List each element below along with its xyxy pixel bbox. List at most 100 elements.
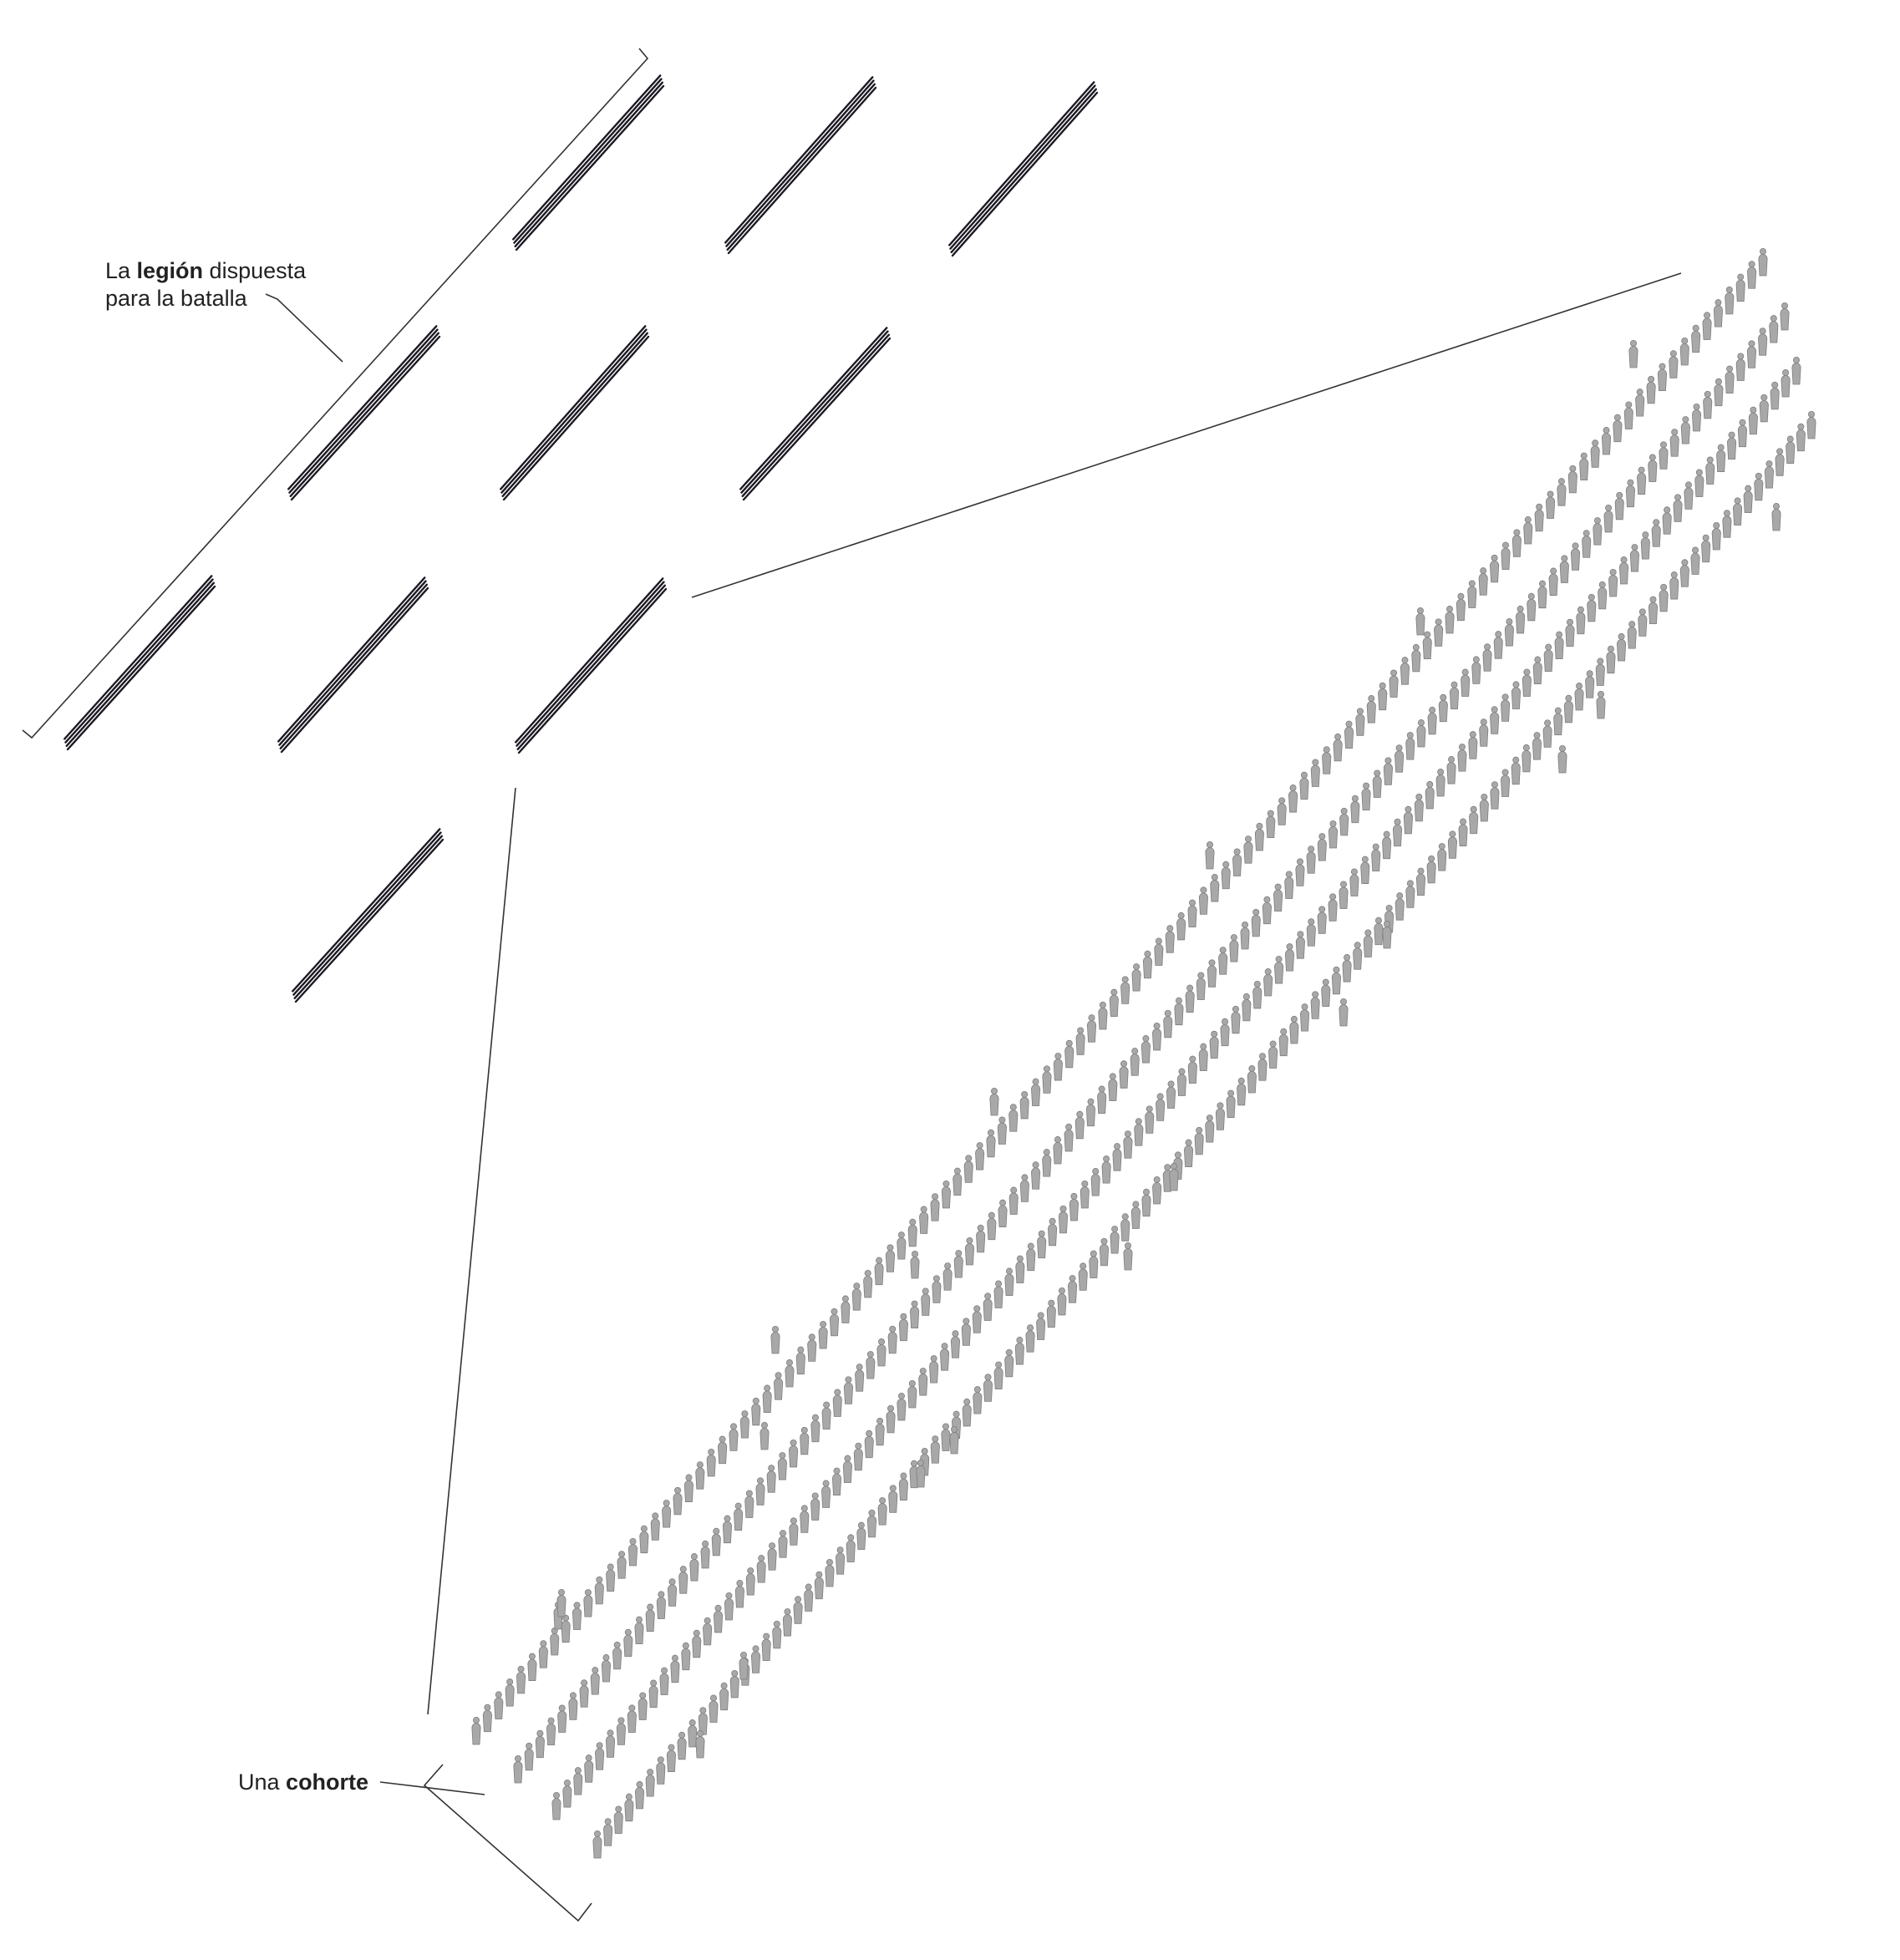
soldier <box>1504 618 1514 647</box>
soldier <box>789 1517 799 1546</box>
soldier <box>866 1509 877 1538</box>
soldier <box>1123 1242 1133 1271</box>
cohort-bar-10 <box>292 828 445 1003</box>
soldier <box>1614 491 1624 520</box>
soldier <box>624 1793 634 1822</box>
soldier <box>1567 465 1577 494</box>
cohort-bar-7 <box>64 575 216 751</box>
soldier <box>1679 559 1689 587</box>
soldier <box>1490 554 1500 583</box>
soldier <box>831 1467 842 1495</box>
soldier <box>627 1537 638 1566</box>
soldier <box>1295 858 1305 886</box>
soldier <box>804 1583 814 1612</box>
soldier <box>755 1477 765 1506</box>
soldier <box>1522 668 1532 697</box>
cohort-bar-6 <box>739 327 892 501</box>
soldier <box>1342 954 1352 983</box>
soldier <box>886 1404 896 1434</box>
soldier <box>592 1830 602 1859</box>
soldier <box>1198 1043 1208 1072</box>
soldier <box>1449 681 1460 710</box>
soldier <box>1110 1226 1120 1254</box>
soldier <box>678 1566 688 1594</box>
soldier <box>645 1603 655 1632</box>
soldier <box>785 1358 795 1388</box>
soldier <box>639 1525 649 1554</box>
soldier <box>1780 302 1790 331</box>
soldier <box>898 1472 908 1500</box>
soldier <box>714 1604 724 1633</box>
soldier <box>1262 896 1272 925</box>
soldier <box>1613 414 1623 443</box>
soldier <box>777 1452 787 1480</box>
soldier <box>1770 381 1780 410</box>
soldier <box>583 1589 593 1617</box>
soldier <box>1516 605 1526 634</box>
soldier <box>1226 1089 1236 1118</box>
soldier <box>1048 1217 1058 1247</box>
soldier <box>1163 1009 1173 1038</box>
soldier <box>1625 479 1635 508</box>
soldier <box>1618 556 1629 585</box>
soldier <box>471 1716 481 1745</box>
soldier <box>1532 656 1542 684</box>
soldier <box>1120 1213 1130 1242</box>
soldier <box>1445 606 1455 634</box>
soldier <box>766 1465 776 1493</box>
soldier <box>841 1295 851 1323</box>
soldier <box>807 1333 817 1362</box>
soldier <box>1737 419 1748 448</box>
soldier <box>877 1497 887 1526</box>
soldier <box>997 1116 1007 1145</box>
soldier <box>1576 606 1586 635</box>
soldier <box>1080 1180 1090 1209</box>
soldier <box>1240 921 1250 950</box>
soldier <box>1134 1118 1144 1146</box>
soldier <box>1299 1003 1310 1032</box>
soldier <box>1511 756 1521 785</box>
soldier <box>863 1269 873 1298</box>
zoom-line-bottom <box>427 787 516 1715</box>
soldier <box>1395 892 1405 921</box>
soldier <box>1733 497 1743 526</box>
soldier <box>1284 943 1295 972</box>
soldier <box>1251 908 1261 937</box>
soldier <box>634 1780 645 1810</box>
soldier <box>1108 1073 1118 1101</box>
soldier <box>1242 993 1252 1022</box>
soldier <box>1746 340 1756 368</box>
cohort-bar-9 <box>515 577 668 754</box>
soldier <box>1004 1267 1014 1296</box>
soldier <box>993 1280 1003 1308</box>
soldier <box>1457 744 1467 772</box>
cohort-bracket <box>423 1764 592 1922</box>
soldier <box>964 1237 975 1266</box>
soldier <box>973 1386 983 1414</box>
soldier <box>677 1731 687 1760</box>
soldier <box>650 1512 660 1541</box>
soldier <box>1537 580 1547 609</box>
soldier <box>1350 795 1360 824</box>
soldier <box>976 1224 986 1253</box>
soldier <box>1218 947 1228 975</box>
soldier <box>656 1756 666 1785</box>
soldier <box>1176 911 1186 941</box>
soldier <box>1008 1186 1019 1215</box>
soldier <box>1184 1139 1194 1168</box>
soldier <box>1471 656 1481 684</box>
soldier <box>1321 978 1331 1007</box>
soldier <box>1306 918 1316 947</box>
soldier <box>810 1492 820 1521</box>
soldier <box>1252 980 1262 1009</box>
soldier <box>1725 286 1735 315</box>
legion-leader-line <box>265 293 343 363</box>
soldier <box>1310 991 1320 1019</box>
soldier <box>846 1534 856 1562</box>
soldier <box>1415 607 1425 636</box>
soldier <box>516 1665 526 1694</box>
soldier <box>1036 1312 1046 1340</box>
soldier <box>932 1275 942 1303</box>
soldier <box>695 1461 705 1490</box>
cohort-bar-8 <box>277 576 429 754</box>
